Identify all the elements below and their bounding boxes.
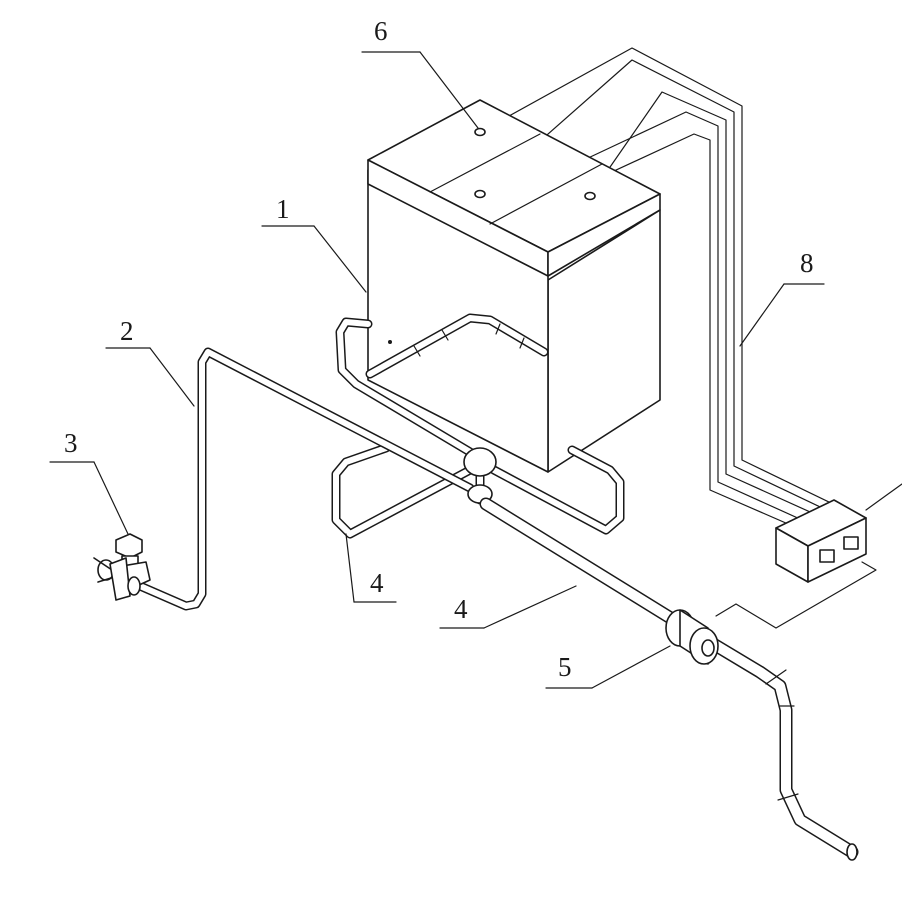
label-6: 6 [374,16,388,46]
lower-pipe-loops [331,317,625,539]
label-1: 1 [276,194,290,224]
sensor-wires [479,47,863,545]
valve-assembly [93,533,151,601]
controller-box [715,483,902,629]
label-4-right: 4 [454,594,468,624]
sensor-hole-top [474,127,486,137]
label-3: 3 [64,428,78,458]
part-labels: 6 1 8 2 3 4 4 5 [64,16,814,682]
label-4-left: 4 [370,568,384,598]
sensor-hole-middle [474,189,486,199]
inlet-pipe [135,347,475,611]
flowmeter [665,609,719,665]
internal-ring-pipe [365,313,549,379]
label-5: 5 [558,652,572,682]
leader-lines [49,51,825,689]
label-8: 8 [800,248,814,278]
sensor-hole-right [584,191,596,201]
tank [367,99,661,473]
label-2: 2 [120,316,134,346]
